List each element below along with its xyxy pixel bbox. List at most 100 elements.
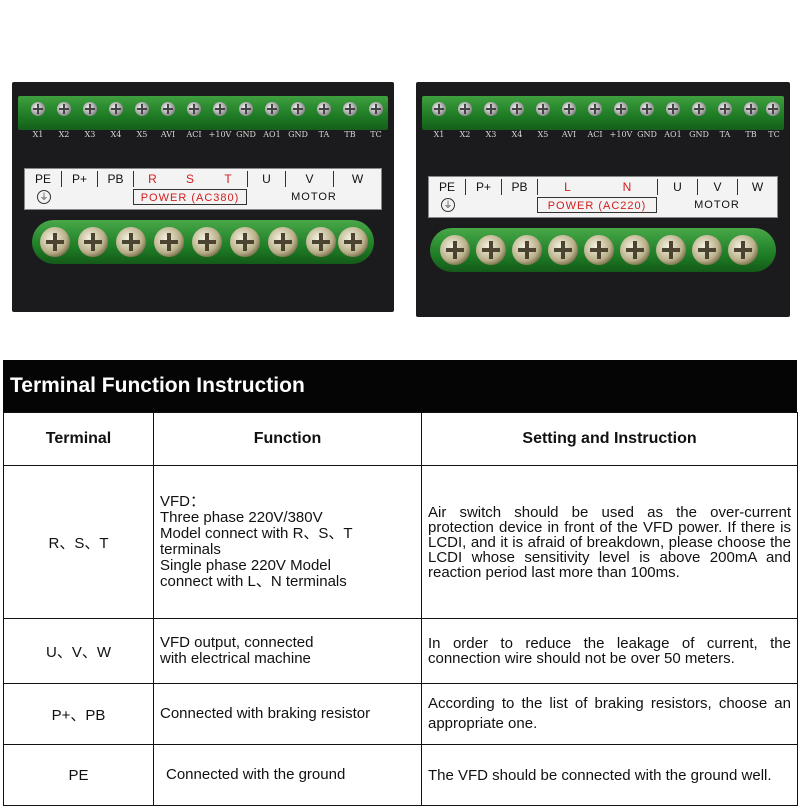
terminal-label: GND: [637, 130, 657, 139]
screw: [656, 235, 686, 265]
terminal-label: AVI: [160, 130, 176, 139]
instruction-cell: In order to reduce the leakage of curren…: [421, 618, 798, 684]
function-cell: Connected with braking resistor: [153, 683, 422, 745]
screw: [291, 102, 305, 116]
terminal-label: TA: [318, 130, 330, 139]
terminal-label: X1: [433, 130, 445, 139]
screw: [213, 102, 227, 116]
function-line: VFD：: [160, 493, 206, 510]
terminal-label-pe: PE: [34, 172, 51, 186]
terminal-label: AO1: [664, 130, 682, 139]
screw: [614, 102, 628, 116]
function-line: Model connect with R、S、T: [160, 525, 353, 542]
terminal-label: +10V: [609, 130, 633, 139]
terminal-label: X3: [485, 130, 497, 139]
table-row: P+、PB Connected with braking resistor Ac…: [3, 683, 798, 745]
terminal-label: TB: [344, 130, 356, 139]
screw: [620, 235, 650, 265]
terminal-label: X5: [537, 130, 549, 139]
function-line: VFD output, connected: [160, 634, 314, 651]
terminal-label: X2: [58, 130, 70, 139]
terminal-label: AO1: [263, 130, 281, 139]
screw: [40, 227, 70, 257]
screw: [306, 227, 336, 257]
screw: [512, 235, 542, 265]
terminal-label: X5: [136, 130, 148, 139]
terminal-function-table: Terminal Function Setting and Instructio…: [3, 412, 798, 806]
function-line: connect with L、N terminals: [160, 573, 347, 590]
terminal-label: X2: [459, 130, 471, 139]
screw: [154, 227, 184, 257]
screw: [536, 102, 550, 116]
screw: [744, 102, 758, 116]
screw: [562, 102, 576, 116]
terminal-label-pb: PB: [97, 171, 133, 187]
screw: [666, 102, 680, 116]
screw: [57, 102, 71, 116]
screw: [728, 235, 758, 265]
function-cell: Connected with the ground: [153, 744, 422, 806]
function-line: Three phase 220V/380V: [160, 509, 323, 526]
ground-symbol-icon: ⏚: [441, 198, 455, 212]
control-terminal-labels: X1 X2 X3 X4 X5 AVI ACI +10V GND AO1 GND …: [422, 130, 784, 144]
terminal-label-v: V: [285, 171, 333, 187]
screw: [268, 227, 298, 257]
power-label: POWER (AC380): [133, 189, 247, 205]
screw: [265, 102, 279, 116]
motor-label: MOTOR: [694, 199, 740, 211]
screw: [476, 235, 506, 265]
screw: [640, 102, 654, 116]
function-line: Single phase 220V Model: [160, 557, 331, 574]
terminal-label: X3: [84, 130, 96, 139]
power-terminal-strip: [430, 228, 776, 272]
screw: [369, 102, 383, 116]
terminal-label: GND: [236, 130, 256, 139]
terminal-cell: PE: [3, 744, 154, 806]
terminal-label-w: W: [333, 171, 381, 187]
table-row: R、S、T VFD： Three phase 220V/380V Model c…: [3, 465, 798, 619]
terminal-label: TC: [768, 130, 780, 139]
motor-label: MOTOR: [291, 191, 337, 203]
power-terminal-label-plate: PE P+ PB L N U V W ⏚ POWER (AC220) MOTOR: [428, 176, 778, 218]
screw: [317, 102, 331, 116]
header-terminal: Terminal: [3, 412, 154, 466]
function-line: Connected with braking resistor: [160, 705, 371, 722]
terminal-label-p-plus: P+: [465, 179, 501, 195]
terminal-label-pe: PE: [438, 180, 455, 194]
instruction-cell: According to the list of braking resisto…: [421, 683, 798, 745]
screw: [31, 102, 45, 116]
terminal-cell: R、S、T: [3, 465, 154, 619]
screw: [83, 102, 97, 116]
function-line: with electrical machine: [160, 650, 311, 667]
screw: [109, 102, 123, 116]
terminal-label-w: W: [737, 179, 777, 195]
terminal-label: ACI: [186, 130, 202, 139]
screw: [692, 102, 706, 116]
table-header-row: Terminal Function Setting and Instructio…: [3, 412, 798, 466]
ground-symbol-icon: ⏚: [37, 190, 51, 204]
screw: [78, 227, 108, 257]
terminal-label: TC: [370, 130, 382, 139]
terminal-cell: P+、PB: [3, 683, 154, 745]
screw: [584, 235, 614, 265]
terminal-label: AVI: [561, 130, 577, 139]
terminal-photo-ac220: X1 X2 X3 X4 X5 AVI ACI +10V GND AO1 GND …: [416, 82, 790, 317]
terminal-label-l: L: [537, 179, 597, 195]
screw: [187, 102, 201, 116]
screw: [343, 102, 357, 116]
terminal-label-r: R: [133, 171, 171, 187]
terminal-cell: U、V、W: [3, 618, 154, 684]
terminal-label: TB: [745, 130, 757, 139]
table-title: Terminal Function Instruction: [3, 360, 797, 412]
screw: [588, 102, 602, 116]
screw: [192, 227, 222, 257]
power-terminal-strip: [32, 220, 374, 264]
terminal-label: GND: [689, 130, 709, 139]
terminal-label-s: S: [185, 172, 194, 186]
terminal-label: GND: [288, 130, 308, 139]
control-terminal-labels: X1 X2 X3 X4 X5 AVI ACI +10V GND AO1 GND …: [18, 130, 388, 144]
table-row: PE Connected with the ground The VFD sho…: [3, 744, 798, 806]
screw: [458, 102, 472, 116]
screw: [718, 102, 732, 116]
terminal-label: ACI: [587, 130, 603, 139]
